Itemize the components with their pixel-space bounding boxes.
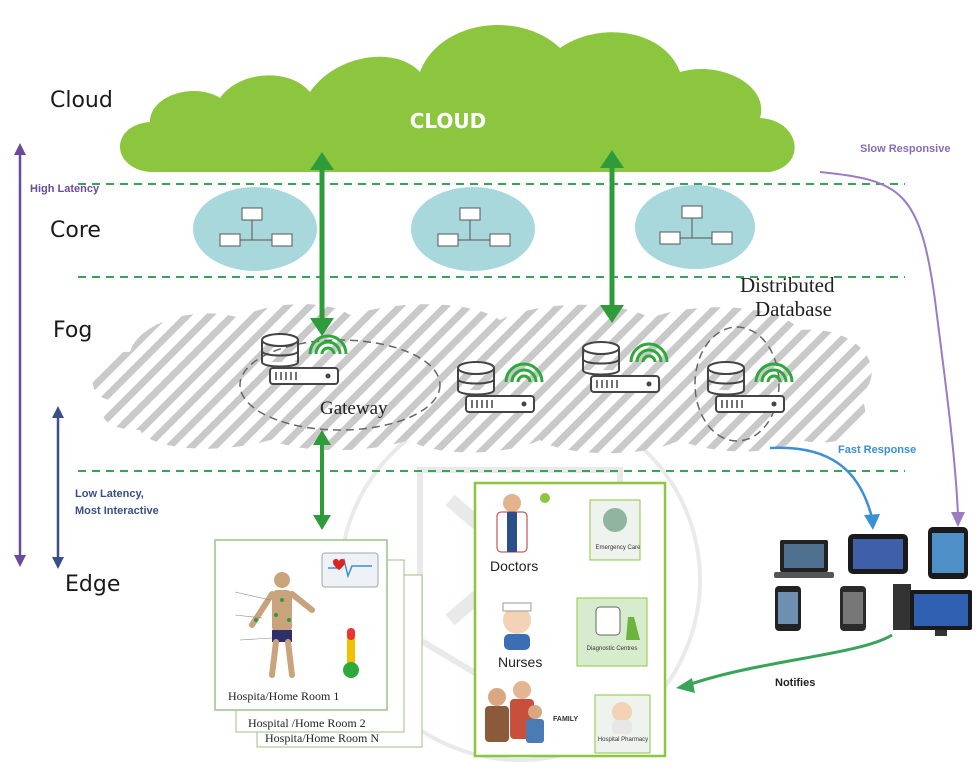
pharmacy-icon (594, 694, 651, 754)
emergency-care-icon (589, 499, 641, 561)
wifi-icon (754, 362, 794, 383)
layer-label-fog: Fog (53, 318, 93, 343)
gateway-label: Gateway (320, 398, 388, 419)
heart-monitor-icon (321, 552, 379, 588)
low-latency-label-line2: Most Interactive (75, 505, 159, 517)
nurses-label: Nurses (498, 654, 543, 670)
pharmacy-label: Hospital Pharmacy (597, 737, 649, 743)
low-latency-label-line1: Low Latency, (75, 488, 144, 500)
laptop-icon (774, 540, 834, 578)
high-latency-label: High Latency (30, 183, 100, 195)
distributed-label-line1: Distributed (740, 273, 835, 297)
fog-server-icon (457, 361, 544, 413)
layer-label-edge: Edge (65, 572, 121, 597)
fog-server-icon (582, 341, 669, 393)
room-label-2: Hospital /Home Room 2 (248, 716, 366, 730)
distributed-db-boundary (694, 326, 780, 442)
router-node-icon (635, 185, 755, 269)
nurse-icon (502, 602, 532, 650)
layer-label-cloud: Cloud (50, 88, 113, 113)
layer-label-core: Core (50, 218, 101, 243)
fog-server-icon (261, 333, 348, 385)
smartphone-icon (840, 586, 866, 631)
doctors-label: Doctors (490, 558, 539, 574)
wifi-icon (629, 342, 669, 363)
slow-response-label: Slow Responsive (860, 143, 951, 155)
wifi-icon (504, 362, 544, 383)
fast-response-label: Fast Response (838, 444, 917, 456)
router-node-icon (411, 187, 535, 271)
smartphone-icon (775, 586, 801, 631)
wifi-icon (308, 334, 348, 355)
tablet-icon (848, 534, 908, 574)
router-node-icon (193, 187, 317, 271)
notifies-label: Notifies (775, 677, 816, 689)
family-icon (485, 681, 544, 743)
room-label-1: Hospita/Home Room 1 (228, 689, 340, 703)
tablet-icon (928, 527, 968, 579)
diagnostic-label: Diagnostic Centres (586, 646, 638, 652)
cloud-shape: CLOUD (120, 25, 795, 172)
fog-server-icon (707, 361, 794, 413)
thermometer-icon (343, 628, 359, 678)
doctor-icon (496, 493, 550, 553)
notifies-arrow (687, 633, 893, 687)
fast-response-arrow (769, 446, 874, 519)
distributed-label-line2: Database (755, 297, 832, 321)
emergency-care-label: Emergency Care (595, 545, 641, 551)
room-label-n: Hospita/Home Room N (265, 731, 379, 745)
desktop-icon (893, 584, 972, 636)
family-label: FAMILY (553, 716, 579, 723)
diagnostic-centre-icon (576, 597, 648, 667)
patient-body-icon (234, 572, 315, 678)
slow-response-arrow (819, 171, 959, 516)
cloud-title: CLOUD (410, 109, 487, 133)
